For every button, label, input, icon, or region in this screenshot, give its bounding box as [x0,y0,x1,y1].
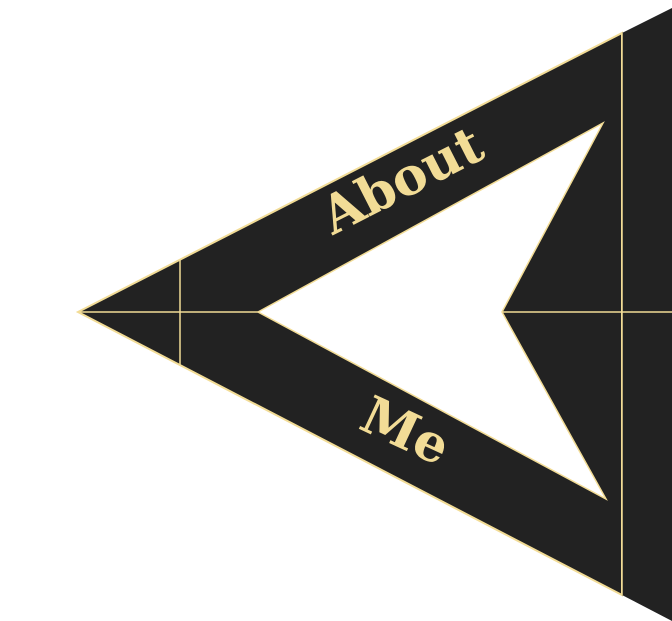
arrow-right-band [622,8,672,621]
